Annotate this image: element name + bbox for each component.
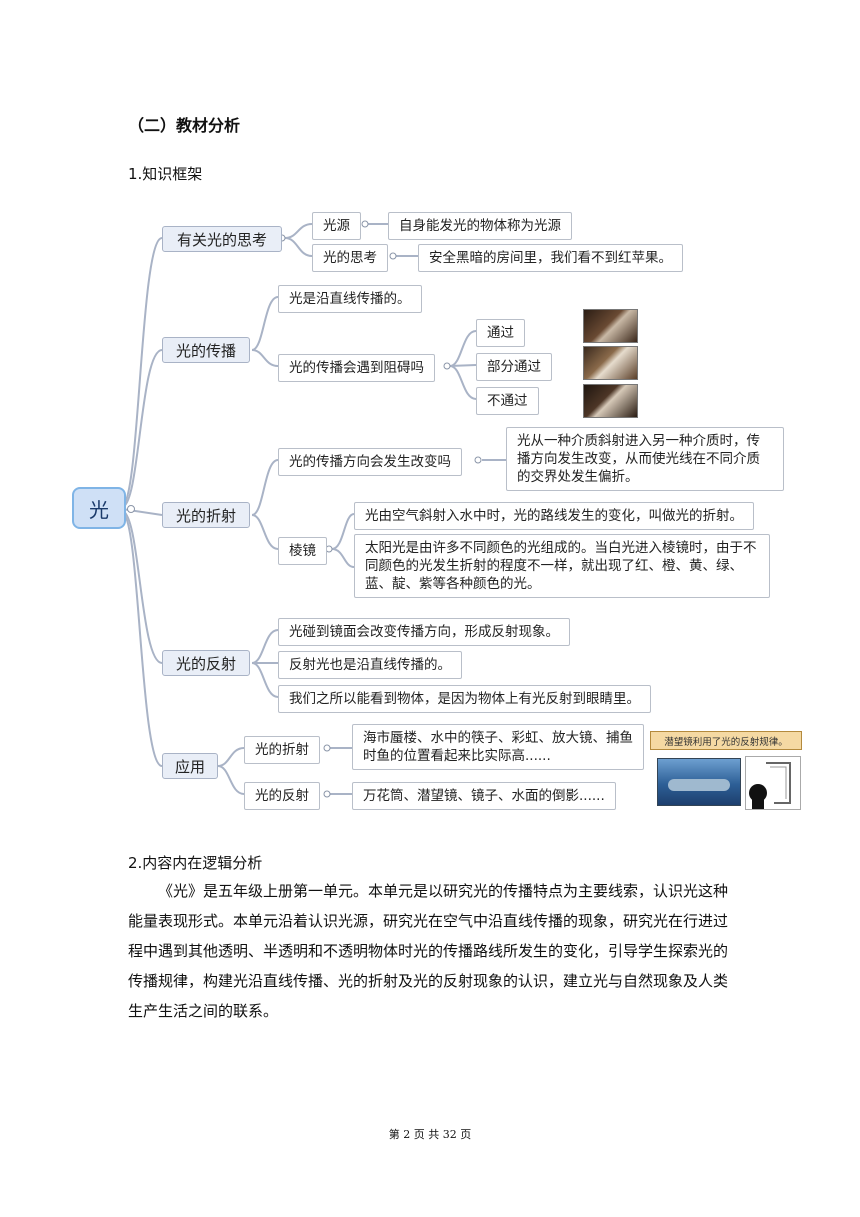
node-app-refraction-examples[interactable]: 海市蜃楼、水中的筷子、彩虹、放大镜、捕鱼时鱼的位置看起来比实际高......	[352, 724, 644, 770]
connector-prop-straight	[251, 296, 279, 351]
photo-block	[583, 384, 638, 418]
mindmap-connectors	[118, 220, 506, 798]
collapse-dot	[443, 362, 451, 370]
node-thinking-def[interactable]: 安全黑暗的房间里，我们看不到红苹果。	[418, 244, 683, 272]
node-direction-def[interactable]: 光从一种介质斜射进入另一种介质时，传播方向发生改变，从而使光线在不同介质的交界处…	[506, 427, 784, 491]
knowledge-framework-heading: 1.知识框架	[128, 165, 203, 183]
photo-partial	[583, 346, 638, 380]
connector-root-reflection	[121, 510, 163, 664]
node-partial-pass[interactable]: 部分通过	[476, 353, 552, 381]
section-heading: （二）教材分析	[128, 116, 241, 135]
connector-refr-direction	[251, 459, 279, 516]
submarine-image	[657, 758, 741, 806]
connector-think-thinking	[284, 237, 313, 257]
connector-think-source	[284, 223, 313, 239]
node-app-reflection[interactable]: 光的反射	[244, 782, 320, 810]
connector-app-refr	[217, 747, 245, 767]
branch-application[interactable]: 应用	[162, 753, 218, 779]
node-pass[interactable]: 通过	[476, 319, 525, 347]
node-thinking[interactable]: 光的思考	[312, 244, 388, 272]
connector-root-propagation	[121, 349, 163, 508]
node-see-objects[interactable]: 我们之所以能看到物体，是因为物体上有光反射到眼睛里。	[278, 685, 651, 713]
connector-obstacle-block	[449, 365, 477, 400]
collapse-dot	[323, 744, 331, 752]
connector-obstacle-pass	[449, 330, 477, 367]
periscope-drawing	[749, 762, 791, 809]
connector-obstacle-partial	[449, 364, 477, 367]
branch-think[interactable]: 有关光的思考	[162, 226, 282, 252]
node-obstacle[interactable]: 光的传播会遇到阻碍吗	[278, 354, 435, 382]
logic-analysis-paragraph: 《光》是五年级上册第一单元。本单元是以研究光的传播特点为主要线索，认识光这种能量…	[128, 882, 729, 1020]
connector-prism-refrdef	[331, 513, 355, 550]
node-refraction-def[interactable]: 光由空气斜射入水中时，光的路线发生的变化，叫做光的折射。	[354, 502, 754, 530]
connector-refl-mirror	[251, 629, 279, 664]
photo-pass	[583, 309, 638, 343]
knowledge-mindmap: 光 有关光的思考 光的传播 光的折射 光的反射 应用 光源 自身能发光的物体称为…	[72, 212, 802, 810]
root-node-light[interactable]: 光	[72, 487, 126, 529]
collapse-dot	[127, 505, 135, 513]
node-app-refraction[interactable]: 光的折射	[244, 736, 320, 764]
node-light-source-def[interactable]: 自身能发光的物体称为光源	[388, 212, 572, 240]
collapse-dot	[474, 456, 482, 464]
connector-prism-prismdef	[331, 548, 355, 568]
node-app-reflection-examples[interactable]: 万花筒、潜望镜、镜子、水面的倒影......	[352, 782, 616, 810]
branch-propagation[interactable]: 光的传播	[162, 337, 250, 363]
node-prism[interactable]: 棱镜	[278, 537, 327, 565]
node-mirror[interactable]: 光碰到镜面会改变传播方向，形成反射现象。	[278, 618, 570, 646]
connector-root-application	[121, 512, 163, 767]
page-footer: 第 2 页 共 32 页	[388, 1128, 472, 1141]
connector-prop-obstacle	[251, 349, 279, 367]
node-prism-def[interactable]: 太阳光是由许多不同颜色的光组成的。当白光进入棱镜时，由于不同颜色的光发生折射的程…	[354, 534, 770, 598]
connector-refr-prism	[251, 514, 279, 550]
node-block[interactable]: 不通过	[476, 387, 539, 415]
node-reflection-straight[interactable]: 反射光也是沿直线传播的。	[278, 651, 462, 679]
periscope-caption: 潜望镜利用了光的反射规律。	[650, 731, 802, 750]
collapse-dot	[389, 252, 397, 260]
node-light-source[interactable]: 光源	[312, 212, 361, 240]
connector-app-refl	[217, 765, 245, 795]
branch-reflection[interactable]: 光的反射	[162, 650, 250, 676]
collapse-dot	[361, 220, 369, 228]
collapse-dot	[323, 790, 331, 798]
connector-root-think	[121, 237, 163, 506]
node-direction-change[interactable]: 光的传播方向会发生改变吗	[278, 448, 462, 476]
connector-refl-see	[251, 662, 279, 698]
logic-analysis-heading: 2.内容内在逻辑分析	[128, 854, 263, 872]
node-straight-line[interactable]: 光是沿直线传播的。	[278, 285, 422, 313]
periscope-diagram-image	[745, 756, 801, 810]
branch-refraction[interactable]: 光的折射	[162, 502, 250, 528]
